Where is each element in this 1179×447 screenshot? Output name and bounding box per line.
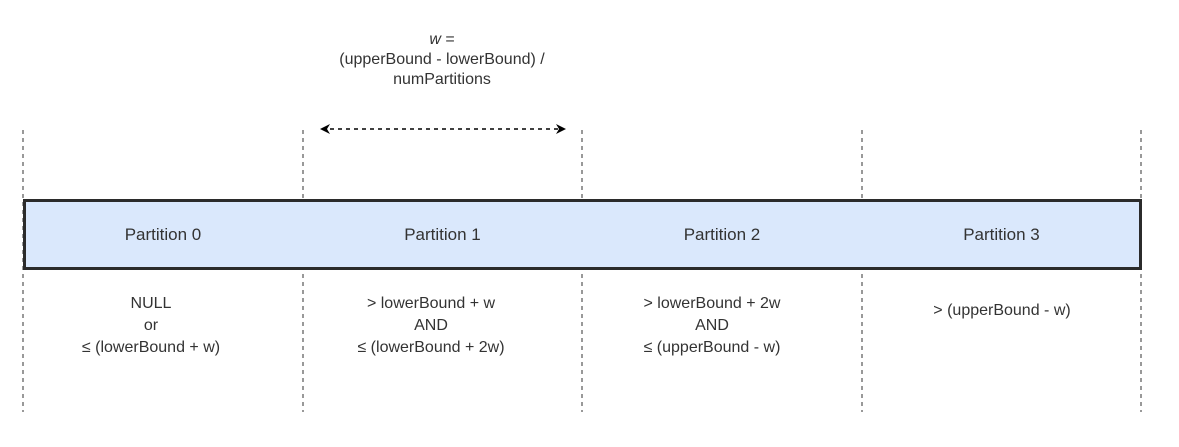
range-line: AND <box>695 317 729 334</box>
width-formula-numerator: (upperBound - lowerBound) / <box>339 51 545 68</box>
range-line: AND <box>414 317 448 334</box>
partition-range-0: NULL or ≤ (lowerBound + w) <box>23 293 279 359</box>
range-line: ≤ (upperBound - w) <box>643 339 781 356</box>
width-equals: = <box>445 31 455 48</box>
partition-label-0: Partition 0 <box>124 225 202 244</box>
partition-range-1: > lowerBound + w AND ≤ (lowerBound + 2w) <box>303 293 559 359</box>
partition-bar <box>23 199 1142 270</box>
range-line: ≤ (lowerBound + w) <box>81 339 221 356</box>
partition-label-1: Partition 1 <box>404 225 481 244</box>
range-line: > lowerBound + w <box>366 295 496 312</box>
partition-label-3: Partition 3 <box>963 225 1040 244</box>
partition-range-2: > lowerBound + 2w AND ≤ (upperBound - w) <box>582 293 842 359</box>
width-variable: w <box>429 31 441 48</box>
width-formula-denominator: numPartitions <box>393 71 491 88</box>
partition-range-3: > (upperBound - w) <box>862 300 1142 322</box>
range-line: NULL <box>130 295 172 312</box>
range-line: ≤ (lowerBound + 2w) <box>357 339 505 356</box>
width-formula: w = (upperBound - lowerBound) / numParti… <box>292 30 592 90</box>
range-line: or <box>143 317 159 334</box>
width-formula-variable-line: w = <box>292 30 592 50</box>
range-line: > (upperBound - w) <box>933 302 1071 319</box>
range-line: > lowerBound + 2w <box>643 295 781 312</box>
partition-label-2: Partition 2 <box>683 225 761 244</box>
